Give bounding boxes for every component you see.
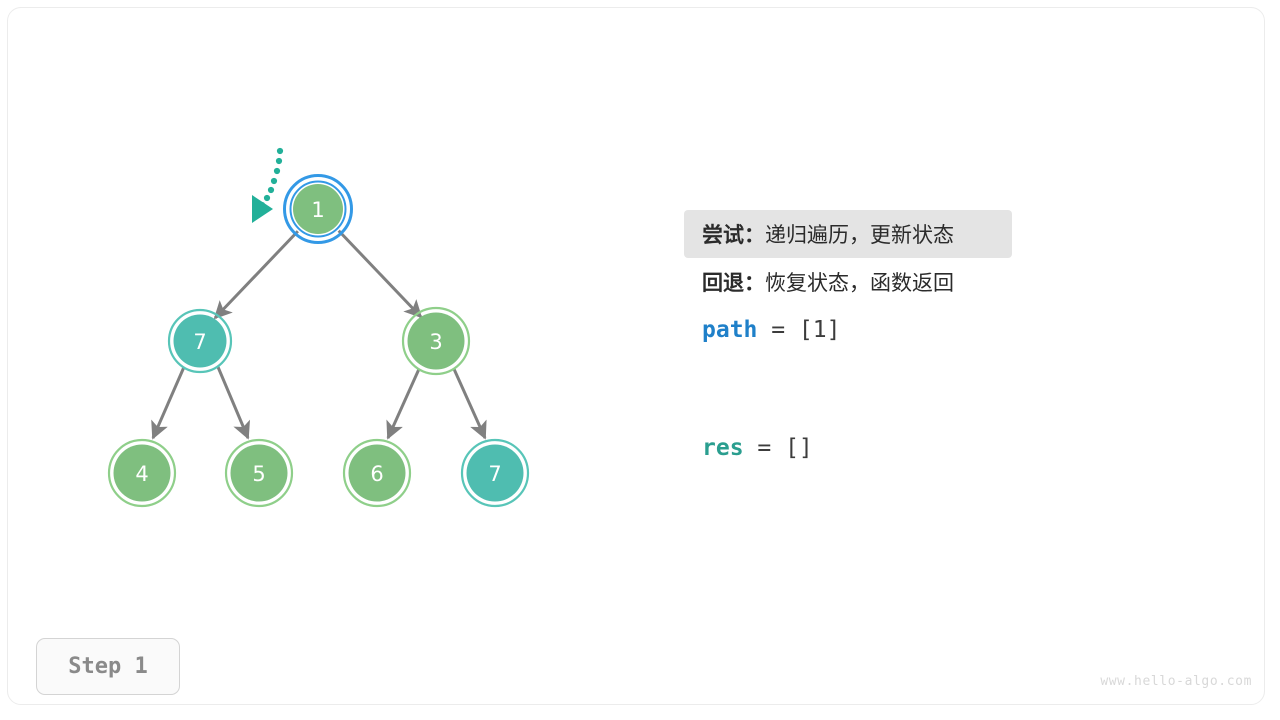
pointer-dot: [267, 186, 275, 194]
node-outer-ring: [342, 438, 412, 508]
edge-1-to-3: [336, 228, 423, 319]
node-highlight-ring: [283, 174, 353, 244]
tree-edges: [151, 228, 487, 440]
try-text: 递归遍历，更新状态: [765, 223, 954, 247]
info-row-try: 尝试：递归遍历，更新状态: [684, 210, 1012, 258]
pointer-arrowhead: [252, 195, 273, 223]
tree-node-1[interactable]: 1: [283, 174, 353, 244]
tree-node-7-left[interactable]: 7: [167, 308, 233, 374]
edge-7-to-4: [151, 366, 186, 440]
node-outer-ring: [224, 438, 294, 508]
node-outer-ring: [107, 438, 177, 508]
node-value-label: 7: [488, 462, 501, 486]
backtrack-label: 回退：: [702, 271, 765, 295]
res-value: = []: [743, 435, 813, 461]
watermark: www.hello-algo.com: [1100, 674, 1252, 689]
backtrack-text: 恢复状态，函数返回: [765, 271, 954, 295]
tree-node-6[interactable]: 6: [342, 438, 412, 508]
pointer-dot: [270, 177, 278, 185]
node-circle: [113, 444, 171, 502]
tree-node-7-right[interactable]: 7: [460, 438, 530, 508]
pointer-dot: [263, 194, 271, 202]
node-outer-ring: [167, 308, 233, 374]
step-label: Step 1: [68, 654, 148, 679]
panel-spacer: [684, 354, 1104, 424]
pointer-dot: [275, 157, 283, 165]
tree-node-4[interactable]: 4: [107, 438, 177, 508]
node-value-label: 7: [193, 330, 206, 354]
info-row-backtrack: 回退：恢复状态，函数返回: [684, 258, 1104, 306]
tree-node-5[interactable]: 5: [224, 438, 294, 508]
pointer-dot: [273, 167, 281, 175]
node-outer-ring: [460, 438, 530, 508]
edge-3-to-7: [452, 368, 487, 440]
recursion-pointer: [252, 147, 284, 223]
node-circle: [230, 444, 288, 502]
tree-node-3[interactable]: 3: [401, 306, 471, 376]
path-variable-name: path: [702, 317, 758, 343]
res-variable-name: res: [702, 435, 744, 461]
info-row-res: res = []: [684, 424, 1104, 472]
node-highlight-inner-ring: [289, 180, 347, 238]
node-value-label: 3: [429, 330, 442, 354]
pointer-dot: [276, 147, 284, 155]
node-circle: [407, 312, 465, 370]
node-value-label: 4: [135, 462, 148, 486]
try-label: 尝试：: [702, 223, 765, 247]
step-badge: Step 1: [36, 638, 180, 695]
edge-7-to-5: [216, 366, 250, 440]
node-circle: [173, 314, 227, 368]
node-outer-ring: [401, 306, 471, 376]
node-circle: [348, 444, 406, 502]
info-row-path: path = [1]: [684, 306, 1104, 354]
node-value-label: 6: [370, 462, 383, 486]
path-value: = [1]: [757, 317, 841, 343]
edge-1-to-7: [213, 228, 301, 320]
state-info-panel: 尝试：递归遍历，更新状态 回退：恢复状态，函数返回 path = [1] res…: [684, 210, 1104, 472]
node-value-label: 1: [311, 198, 324, 222]
node-value-label: 5: [252, 462, 265, 486]
edge-3-to-6: [386, 368, 421, 440]
node-circle: [466, 444, 524, 502]
node-circle: [293, 184, 343, 234]
